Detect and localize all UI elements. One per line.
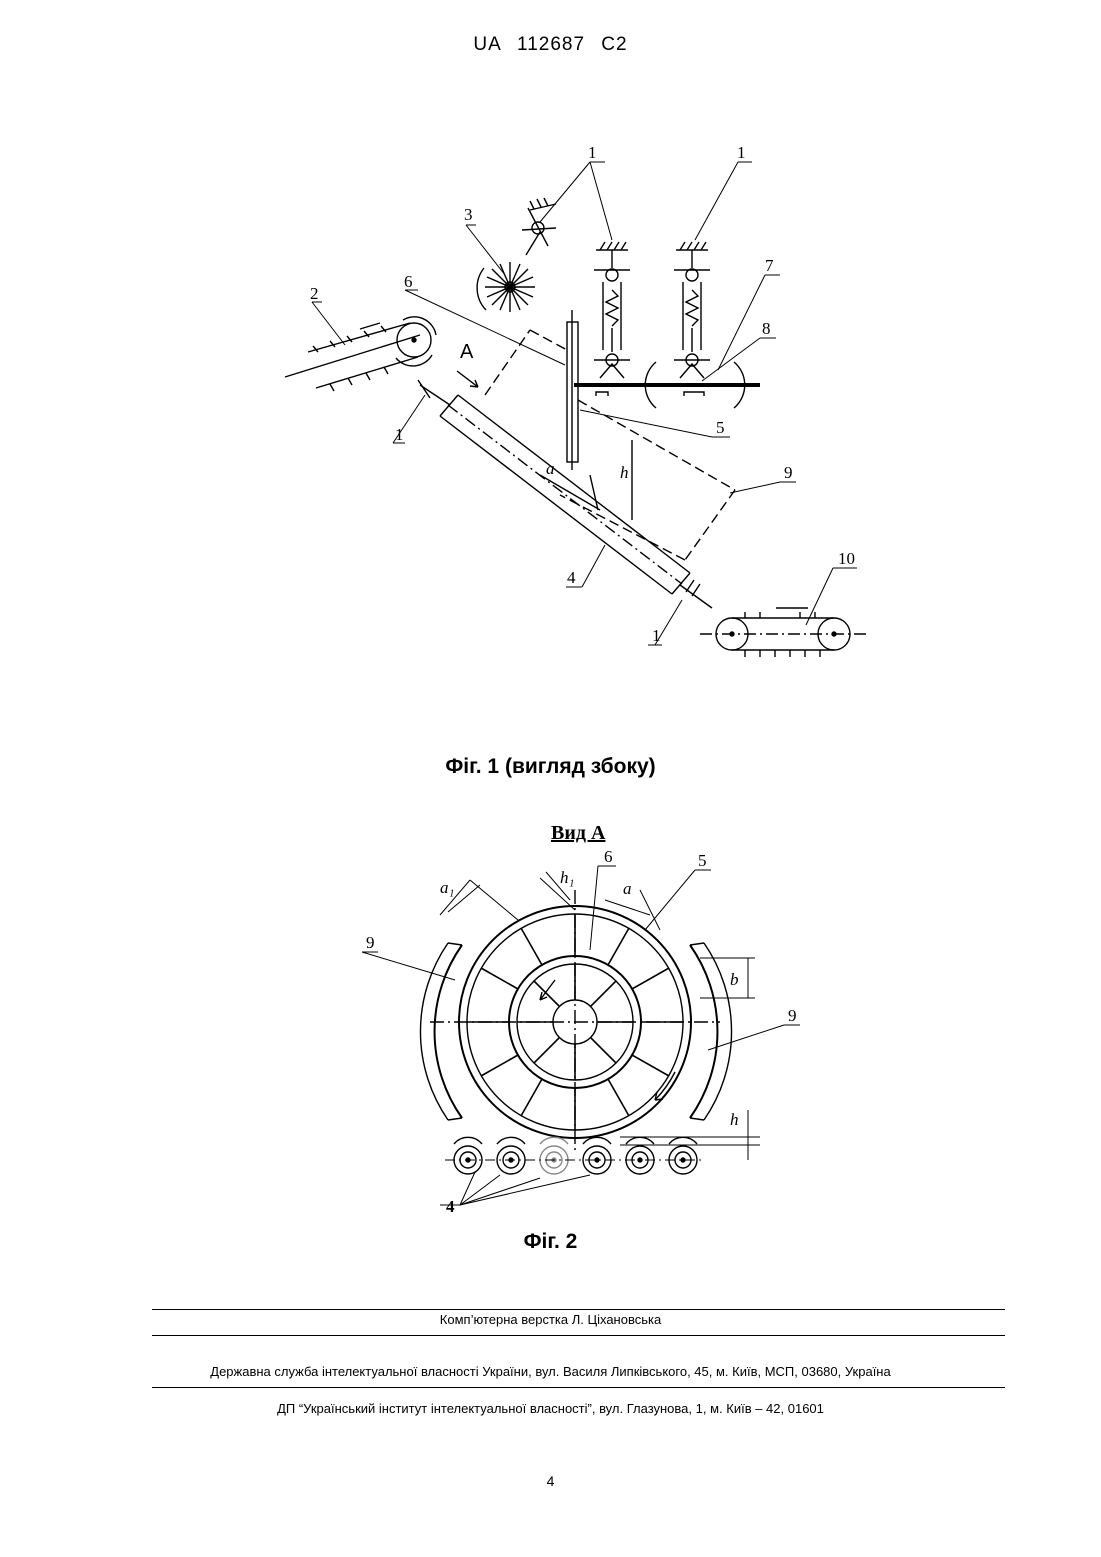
figure-2-leaders (362, 866, 800, 1205)
label-h1: h₁ (560, 868, 574, 887)
figure-2-caption: Фіг. 2 (0, 1230, 1101, 1254)
footer-institute-address: ДП “Український інститут інтелектуальної… (0, 1401, 1101, 1416)
roller (583, 1137, 611, 1174)
roller (540, 1137, 568, 1174)
page-number: 4 (0, 1473, 1101, 1489)
roller (669, 1137, 697, 1174)
roller (497, 1137, 525, 1174)
label-b: b (730, 970, 739, 989)
label-a: a (623, 879, 632, 898)
roller (454, 1137, 482, 1174)
footer-office-address: Державна служба інтелектуальної власност… (0, 1364, 1101, 1379)
footer-rule-1 (152, 1309, 1005, 1310)
label-9-left: 9 (366, 933, 375, 952)
footer-rule-2 (152, 1335, 1005, 1336)
disc-5 (430, 890, 720, 1150)
roller (626, 1137, 654, 1174)
label-5: 5 (698, 851, 707, 870)
figure-2-dimensions (440, 872, 760, 1160)
label-h: h (730, 1110, 739, 1129)
label-6: 6 (604, 847, 613, 866)
label-a1: a₁ (440, 878, 454, 897)
label-9-right: 9 (788, 1006, 797, 1025)
footer-rule-3 (152, 1387, 1005, 1388)
label-4: 4 (446, 1197, 455, 1216)
footer-layout-credit: Комп’ютерна верстка Л. Ціхановська (0, 1312, 1101, 1327)
